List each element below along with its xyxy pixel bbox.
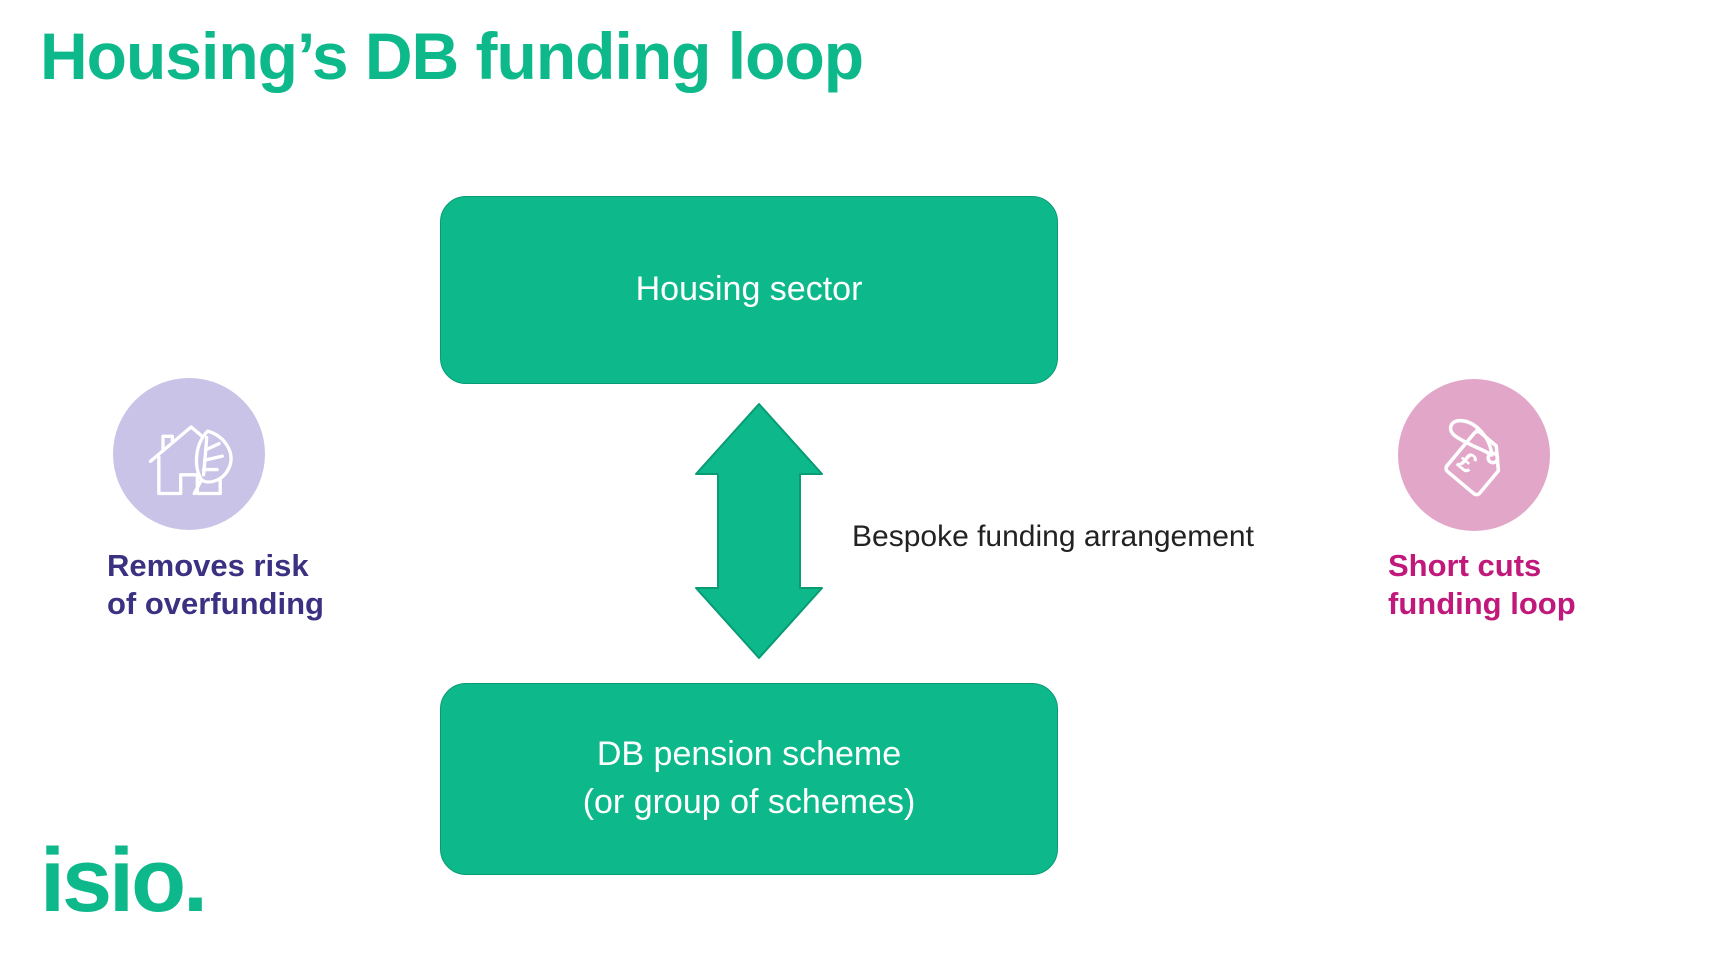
- double-arrow-shape: [695, 403, 823, 659]
- svg-text:£: £: [1452, 445, 1484, 479]
- price-tag-icon: £: [1444, 418, 1501, 497]
- right-callout-line2: funding loop: [1388, 586, 1576, 622]
- db-pension-label-line2: (or group of schemes): [582, 783, 916, 821]
- right-callout-line1: Short cuts: [1388, 548, 1542, 583]
- left-callout-line1: Removes risk: [107, 548, 309, 583]
- db-pension-box: DB pension scheme (or group of schemes): [440, 683, 1058, 875]
- left-callout-line2: of overfunding: [107, 586, 324, 622]
- housing-sector-box: Housing sector: [440, 196, 1058, 384]
- right-callout-circle: £: [1398, 379, 1550, 531]
- left-callout-circle: [113, 378, 265, 530]
- db-pension-label-line1: DB pension scheme: [596, 735, 902, 774]
- right-callout-label: Short cuts funding loop: [1388, 547, 1576, 623]
- arrow-label: Bespoke funding arrangement: [852, 520, 1254, 553]
- left-callout-label: Removes risk of overfunding: [107, 547, 324, 623]
- isio-logo: isio.: [40, 831, 208, 931]
- housing-sector-label: Housing sector: [635, 270, 863, 309]
- double-arrow: [695, 403, 823, 659]
- house-leaf-icon: [148, 425, 233, 496]
- page-title: Housing’s DB funding loop: [40, 19, 864, 93]
